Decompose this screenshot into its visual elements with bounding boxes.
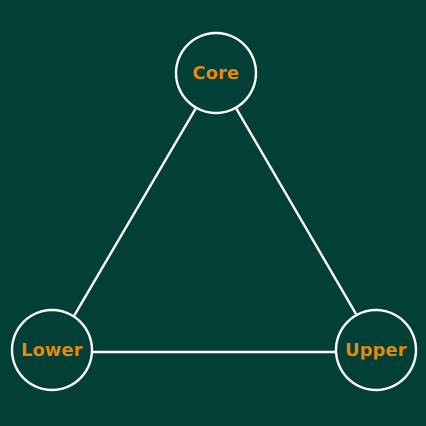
node-core-label: Core bbox=[193, 63, 240, 84]
node-upper-circle bbox=[334, 308, 418, 392]
edge-core-upper bbox=[234, 107, 358, 315]
node-lower-circle bbox=[10, 308, 94, 392]
node-upper: Upper bbox=[334, 308, 418, 392]
node-upper-label: Upper bbox=[345, 340, 407, 361]
edges-layer bbox=[72, 107, 358, 354]
node-core-circle bbox=[174, 31, 258, 115]
node-core: Core bbox=[174, 31, 258, 115]
node-lower-label: Lower bbox=[21, 340, 83, 361]
edge-core-lower bbox=[72, 107, 198, 317]
node-lower: Lower bbox=[10, 308, 94, 392]
